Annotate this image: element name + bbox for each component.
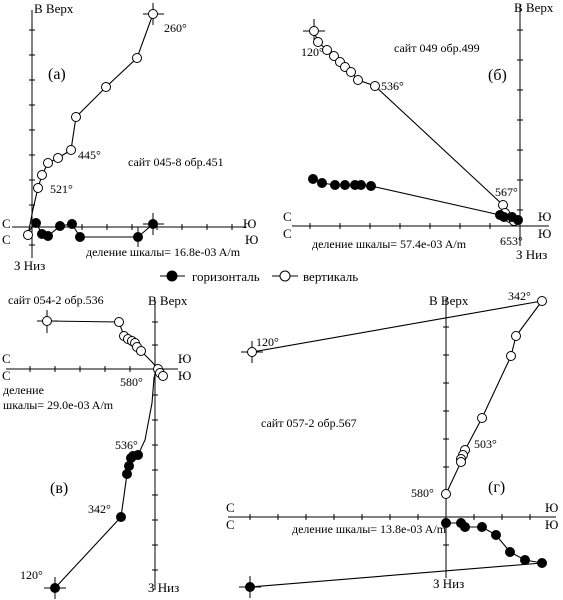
panel-g-axis-bottom-label: З Низ [433, 576, 464, 591]
legend-vertical-label: вертикаль [303, 269, 358, 284]
panel-g-vertical-trace [251, 300, 544, 495]
panel-v-temperature-label: 342° [88, 502, 111, 516]
panel-v-vertical-points [37, 310, 168, 381]
panel-v-axis-left-lower-label: С [2, 368, 11, 383]
panel-b-label: (б) [488, 67, 507, 84]
panel-b-temperature-label: 120° [301, 45, 324, 59]
panel-v-horizontal-points [44, 450, 143, 599]
panel-v-axis-left-upper-label: С [2, 351, 11, 366]
panel-a-axis-left-upper-label: С [2, 216, 11, 231]
panel-v-temperature-label: 580° [120, 375, 143, 389]
panel-a-temperature-label: 445° [78, 148, 101, 162]
panel-g-temperature-label: 120° [256, 335, 279, 349]
panel-b-axis-top-label: В Верх [514, 0, 554, 15]
legend: горизонталь вертикаль [160, 269, 358, 284]
panel-v-axis-top-label: В Верх [148, 293, 188, 308]
panel-v: В Верх З Низ С С Ю Ю 580° 536° 342° 120°… [2, 293, 191, 599]
panel-g-temperature-label: 503° [474, 437, 497, 451]
panel-g-vertical-points [241, 296, 547, 499]
panel-a-axis-left-lower-label: С [2, 232, 11, 247]
panel-b-axis-bottom-label: З Низ [516, 247, 547, 262]
panel-b: В Верх З Низ С С Ю Ю 120° 536° 567° 653°… [283, 0, 554, 262]
panel-v-site-label: сайт 054-2 обр.536 [8, 293, 104, 307]
panel-a-axis-right-lower-label: Ю [245, 232, 258, 247]
legend-open-circle-icon [279, 270, 291, 282]
panel-b-temperature-label: 653° [500, 234, 523, 248]
panel-a-axis-top-label: В Верх [34, 1, 74, 16]
panel-g-scale-label: деление шкалы= 13.8e-03 A/m [292, 522, 447, 536]
panel-b-scale-label: деление шкалы= 57.4e-03 A/m [312, 237, 467, 251]
panel-b-horizontal-points [308, 174, 523, 225]
panel-a-axis-right-upper-label: Ю [243, 216, 256, 231]
panel-g-axis-left-upper-label: С [226, 500, 235, 515]
panel-v-scale-label-line2: шкалы= 29.0e-03 A/m [3, 398, 114, 412]
panel-a-temperature-label: 260° [164, 21, 187, 35]
panel-b-vertical-ticks [517, 29, 523, 211]
panel-b-site-label: сайт 049 обр.499 [394, 41, 480, 55]
panel-v-label: (в) [50, 480, 68, 497]
panel-a-horizontal-points [31, 213, 164, 247]
panel-g-horizontal-points [239, 518, 547, 598]
panel-v-temperature-label: 120° [20, 568, 43, 582]
panel-g-axis-right-upper-label: Ю [545, 500, 558, 515]
panel-b-axis-right-upper-label: Ю [538, 209, 551, 224]
panel-a-label: (а) [48, 66, 66, 83]
panel-g: В Верх З Низ С С Ю Ю 342° 120° 503° 580°… [226, 289, 558, 598]
panel-b-axis-right-lower-label: Ю [538, 226, 551, 241]
panel-g-axis-left-lower-label: С [226, 517, 235, 532]
panel-v-horizontal-ticks [29, 366, 131, 372]
panel-a-vertical-points [23, 3, 164, 240]
panel-a-site-label: сайт 045-8 обр.451 [128, 155, 224, 169]
panel-b-horizontal-ticks [309, 223, 491, 229]
panel-b-axis-left-upper-label: С [283, 209, 292, 224]
panel-a-scale-label: деление шкалы= 16.8e-03 A/m [86, 245, 241, 259]
panel-v-vertical-ticks [152, 321, 158, 571]
panel-a-temperature-label: 521° [50, 182, 73, 196]
panel-b-axis-left-lower-label: С [283, 226, 292, 241]
panel-g-axis-top-label: В Верх [429, 293, 469, 308]
panel-a: В Верх З Низ С С Ю Ю 260° 445° 521° (а) … [2, 1, 258, 273]
panel-g-horizontal-ticks [249, 514, 531, 520]
panel-g-temperature-label: 342° [508, 289, 531, 303]
panel-v-axis-bottom-label: З Низ [148, 580, 179, 595]
legend-filled-circle-icon [166, 270, 178, 282]
panel-g-label: (г) [488, 479, 505, 496]
panel-v-axis-right-lower-label: Ю [178, 368, 191, 383]
panel-g-site-label: сайт 057-2 обр.567 [261, 416, 357, 430]
panel-v-scale-label-line1: деление [3, 383, 44, 397]
panel-g-axis-right-lower-label: Ю [545, 517, 558, 532]
panel-a-vertical-trace [27, 13, 154, 236]
panel-b-temperature-label: 567° [495, 185, 518, 199]
panel-g-temperature-label: 580° [411, 486, 434, 500]
legend-horizontal-label: горизонталь [192, 269, 260, 284]
panel-v-axis-right-upper-label: Ю [178, 351, 191, 366]
panel-a-axis-bottom-label: З Низ [14, 258, 45, 273]
panel-v-temperature-label: 536° [115, 438, 138, 452]
panel-b-temperature-label: 536° [381, 79, 404, 93]
